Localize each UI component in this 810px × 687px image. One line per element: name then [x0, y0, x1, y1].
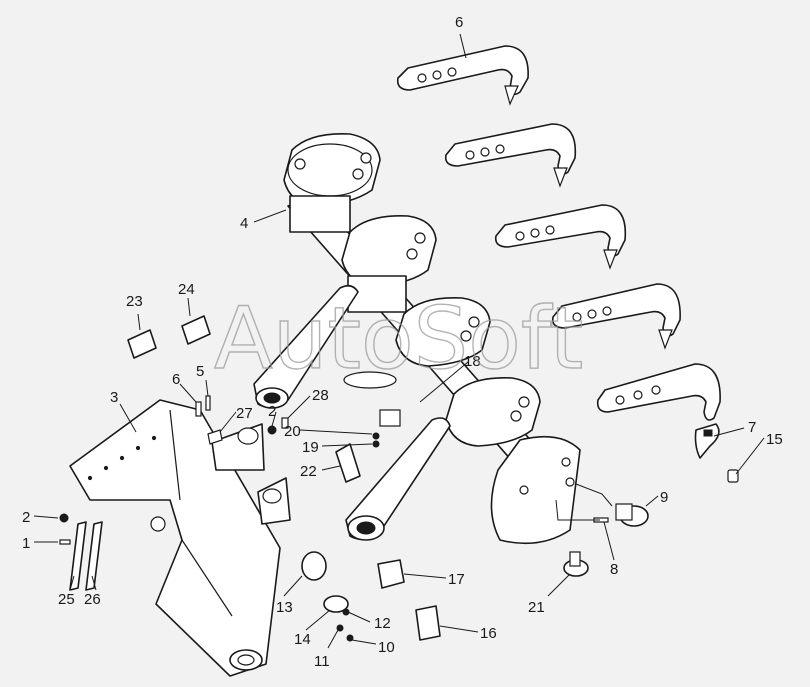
callout-label: 15	[766, 431, 783, 448]
tine-2	[444, 123, 577, 188]
callout-label: 16	[480, 625, 497, 642]
callout-label: 23	[126, 293, 143, 310]
callout-label: 2	[268, 403, 276, 420]
callout-label: 8	[610, 561, 618, 578]
callout-label: 25	[58, 591, 75, 608]
callout-label: 19	[302, 439, 319, 456]
pin-1	[59, 539, 71, 545]
callout-label: 11	[314, 653, 330, 670]
tine-3	[494, 204, 627, 270]
callout-label: 14	[294, 631, 311, 648]
spring-26	[69, 521, 87, 591]
block-25	[181, 315, 211, 345]
crank-arm-upper	[253, 284, 359, 409]
bushing-14	[301, 551, 327, 581]
shaft-sleeve-4	[283, 133, 381, 233]
callout-label: 18	[464, 353, 481, 370]
callout-labels: 6 4 3 2 1 25 26 23 24 5 6 27 2 28 18 20 …	[22, 14, 783, 670]
tine-7	[396, 45, 529, 106]
tine-4	[551, 283, 681, 350]
nut-2-mid	[267, 425, 277, 435]
callout-label: 3	[110, 389, 118, 406]
washer-6	[195, 401, 202, 417]
callout-label: 13	[276, 599, 293, 616]
callout-label: 4	[240, 215, 248, 232]
leader-lines	[33, 33, 765, 649]
washer-20	[372, 440, 380, 448]
callout-label: 22	[300, 463, 317, 480]
block-24	[127, 329, 157, 359]
frame-bracket-3	[69, 399, 291, 677]
callout-label: 5	[196, 363, 204, 380]
cap-15	[323, 595, 349, 613]
spring-27	[85, 521, 103, 591]
sleeve-18	[377, 559, 405, 589]
shaft-sleeve-lower	[445, 377, 581, 545]
tine-tip-8	[694, 423, 720, 459]
callout-label: 17	[448, 571, 465, 588]
clip-28	[207, 429, 223, 445]
bolt-11	[346, 634, 354, 642]
bolt-29	[281, 417, 289, 429]
callout-label: 27	[236, 405, 253, 422]
shaft-sleeve-mid	[341, 215, 437, 313]
callout-label: 28	[312, 387, 329, 404]
watermark-text: AutoSoft	[214, 289, 583, 389]
flange-22	[563, 551, 589, 577]
bolt-5	[205, 395, 211, 411]
tine-5	[596, 363, 721, 421]
bolt-21	[372, 432, 380, 440]
nut-16	[727, 469, 739, 483]
flange-10	[615, 503, 649, 527]
shaft-sleeve-19	[343, 297, 491, 427]
sleeve-17	[415, 605, 441, 641]
callout-label: 1	[22, 535, 30, 552]
callout-label: 26	[84, 591, 101, 608]
nut-2-left	[59, 513, 69, 523]
callout-label: 6	[455, 14, 463, 31]
callout-label: 21	[528, 599, 545, 616]
callout-label: 6	[172, 371, 180, 388]
callout-label: 20	[284, 423, 301, 440]
bushing-23	[335, 443, 361, 483]
callout-label: 10	[378, 639, 395, 656]
bolt-12	[336, 624, 344, 632]
callout-label: 2	[22, 509, 30, 526]
callout-label: 24	[178, 281, 195, 298]
callout-label: 7	[748, 419, 756, 436]
callout-label: 9	[660, 489, 668, 506]
crank-arm-lower	[345, 417, 451, 541]
callout-label: 12	[374, 615, 391, 632]
